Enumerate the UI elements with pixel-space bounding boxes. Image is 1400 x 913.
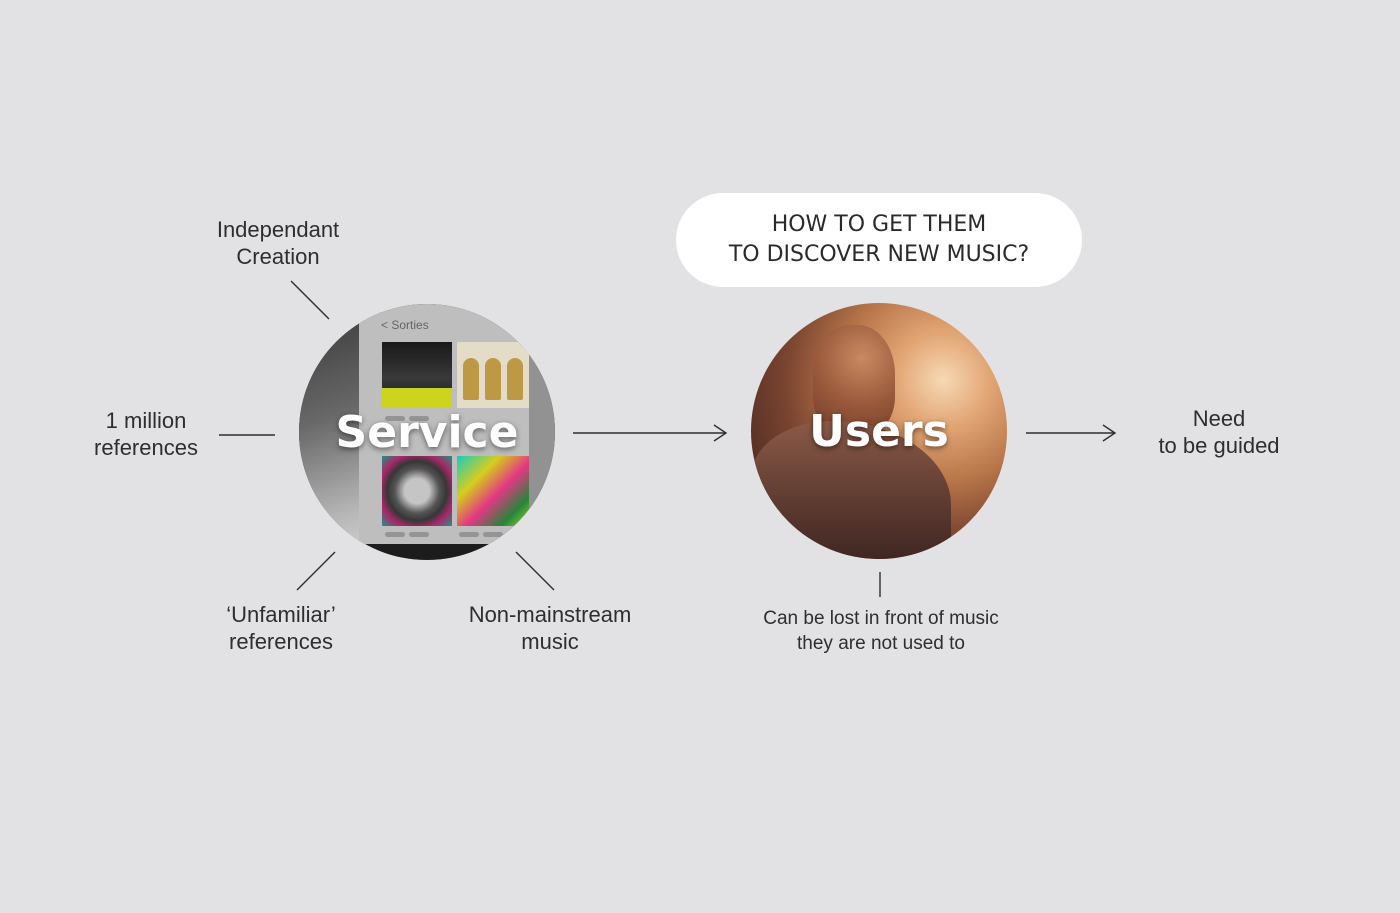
users-photo-head	[813, 325, 895, 435]
question-bubble: HOW TO GET THEM TO DISCOVER NEW MUSIC?	[676, 193, 1082, 287]
service-side-strip	[529, 304, 555, 560]
question-line-1: HOW TO GET THEM	[771, 212, 987, 237]
service-title: Service	[335, 406, 519, 458]
service-photo-strip	[299, 304, 359, 560]
label-independant-creation: Independant Creation	[216, 217, 340, 269]
album-tile-abstract	[382, 456, 452, 526]
label-million-references: 1 million references	[94, 408, 198, 460]
arrow-head-service-to-users	[713, 424, 728, 442]
album-tile-agoria	[382, 342, 452, 408]
album-tile-liars	[457, 342, 529, 408]
label-unfamiliar-references: ‘Unfamiliar’ references	[226, 602, 336, 654]
album-tile-colorful	[457, 456, 529, 526]
users-title: Users	[809, 405, 949, 457]
users-circle: Users	[751, 303, 1007, 559]
label-non-mainstream-music: Non-mainstream music	[468, 602, 632, 654]
question-line-2: TO DISCOVER NEW MUSIC?	[728, 242, 1030, 267]
player-bar	[359, 544, 555, 560]
label-need-to-be-guided: Need to be guided	[1158, 406, 1280, 458]
arrow-head-users-to-guided	[1102, 424, 1117, 442]
label-users-lost: Can be lost in front of music they are n…	[763, 608, 999, 654]
service-screen-header: < Sorties	[381, 318, 429, 332]
service-circle: < Sorties Service	[299, 304, 555, 560]
